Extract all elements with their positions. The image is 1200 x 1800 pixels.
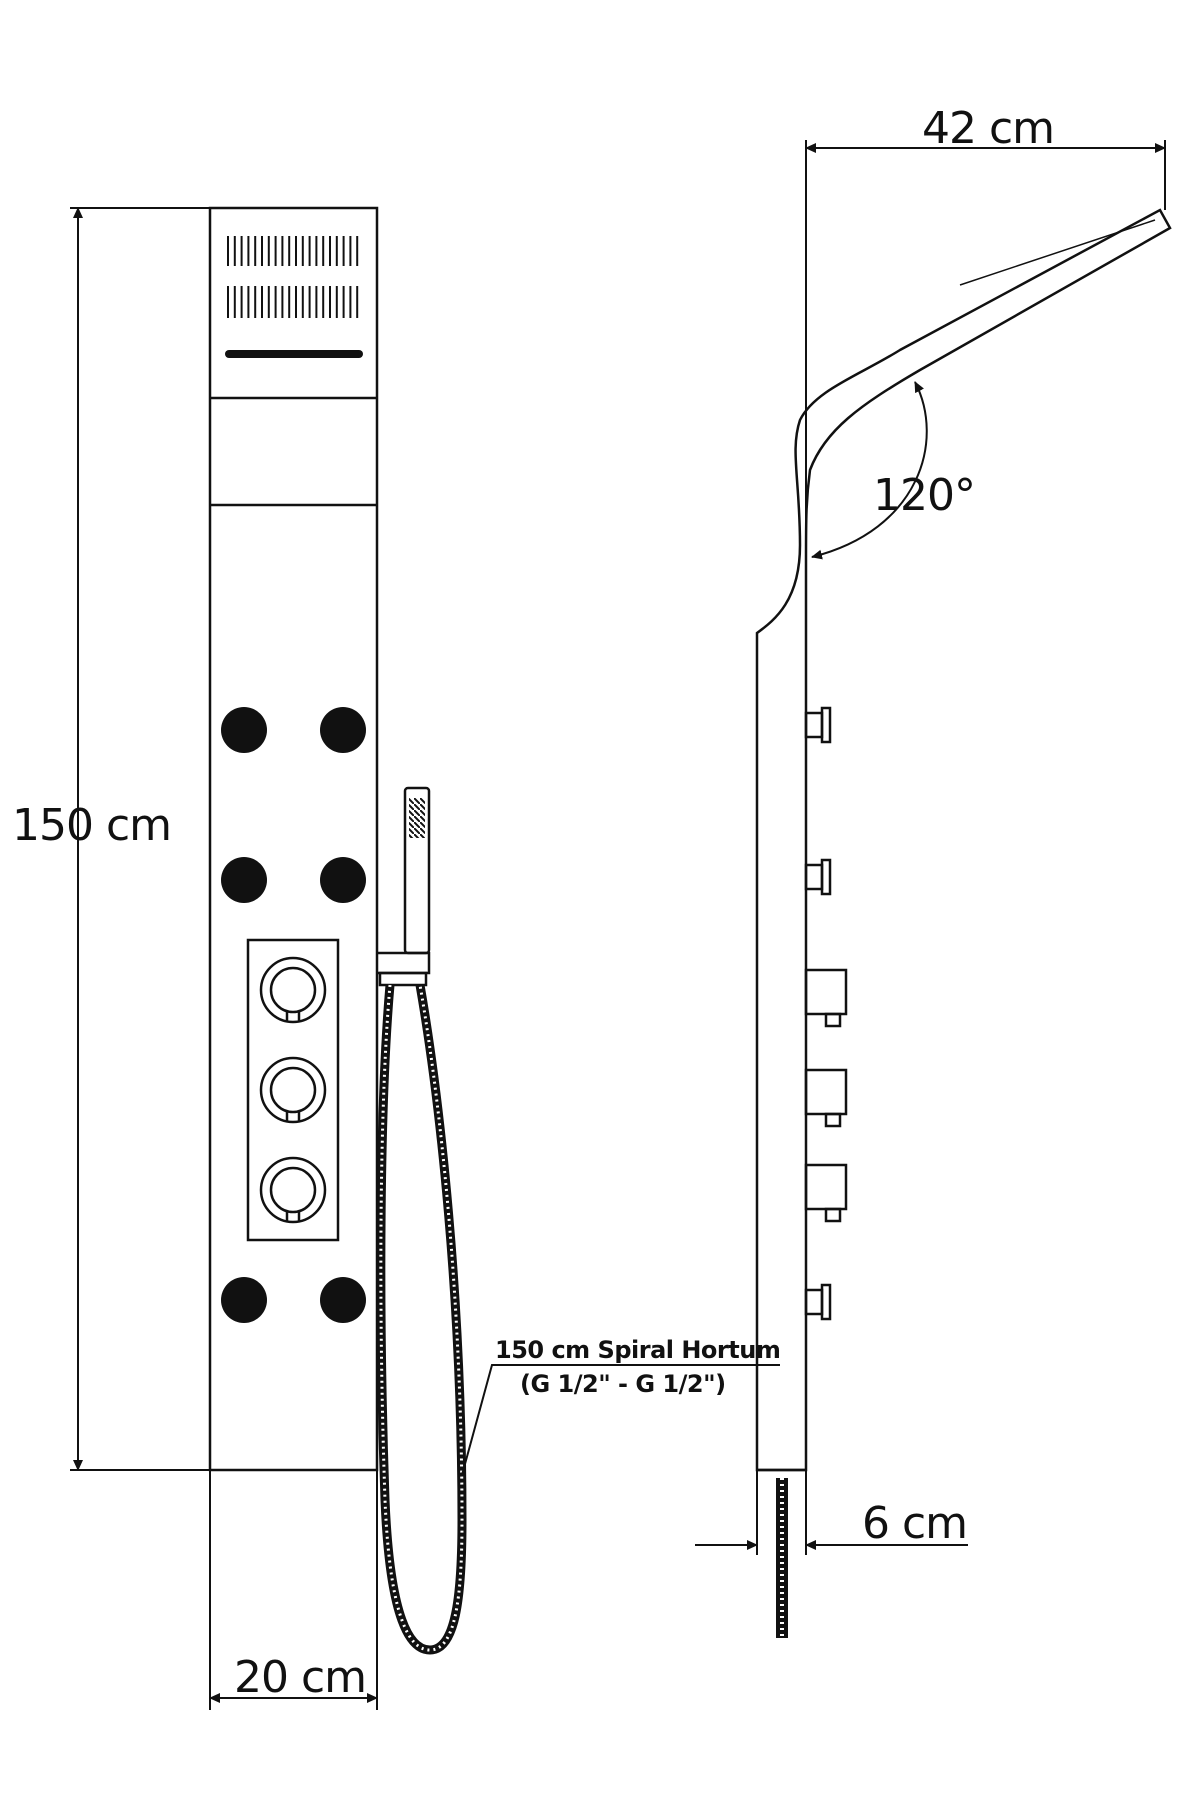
body-jet-icon <box>221 707 267 753</box>
body-jet-icon <box>221 1277 267 1323</box>
body-jet-icon <box>221 857 267 903</box>
body-jet-icon <box>320 1277 366 1323</box>
width-label: 20 cm <box>234 1652 366 1703</box>
knob-icon <box>259 956 327 1024</box>
hose-leader-line <box>461 1364 780 1476</box>
side-controls <box>804 706 848 1321</box>
knob-icon <box>269 1066 317 1114</box>
angle-arc <box>811 381 928 560</box>
control-plate <box>246 938 340 1242</box>
angle-label: 120° <box>873 470 975 521</box>
spiral-hose <box>376 984 467 1655</box>
side-panel-profile <box>755 208 1172 1472</box>
knob-icon <box>259 1056 327 1124</box>
knob-icon <box>269 966 317 1014</box>
body-jet-icon <box>320 857 366 903</box>
waterfall-slot-icon <box>225 350 363 358</box>
rain-head-nozzles <box>227 236 359 318</box>
knob-icon <box>259 1156 327 1224</box>
control-knobs <box>259 956 327 1224</box>
front-view <box>70 206 780 1710</box>
hand-shower <box>377 786 431 987</box>
height-label: 150 cm <box>12 800 171 851</box>
body-jets <box>221 707 366 1323</box>
body-jet-icon <box>320 707 366 753</box>
panel-body <box>208 206 379 1472</box>
knob-icon <box>269 1166 317 1214</box>
hose-label-line2: (G 1/2" - G 1/2") <box>520 1370 726 1398</box>
side-view <box>695 140 1172 1638</box>
reach-label: 42 cm <box>922 103 1054 154</box>
depth-label: 6 cm <box>862 1498 967 1549</box>
hose-label-line1: 150 cm Spiral Hortum <box>495 1336 780 1364</box>
